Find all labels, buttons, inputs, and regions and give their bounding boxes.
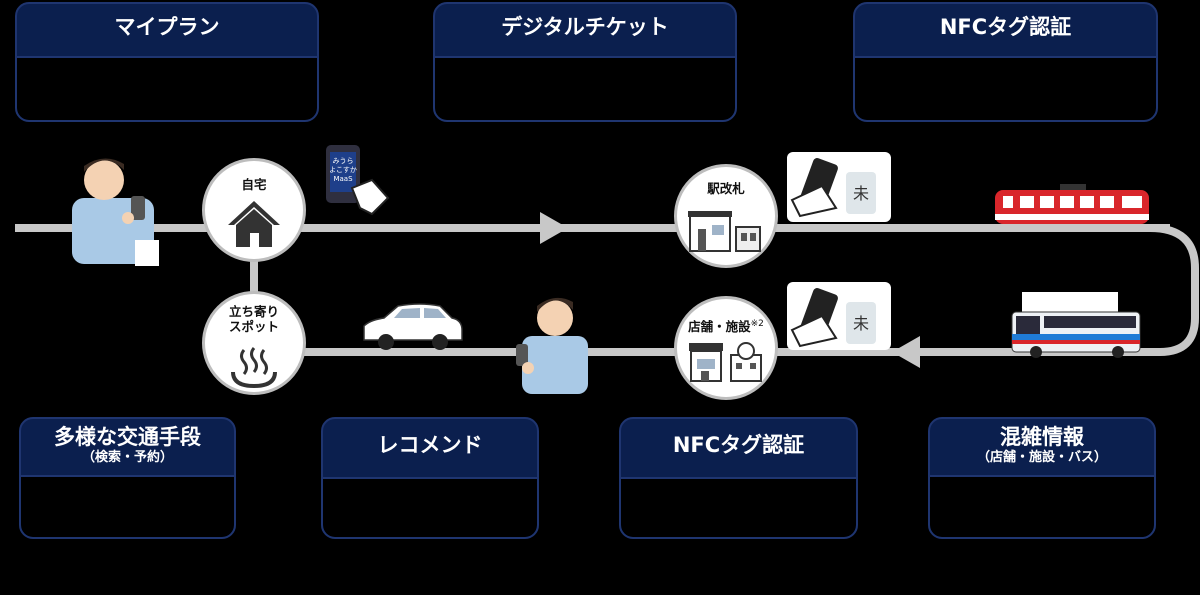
card-title: 多様な交通手段	[54, 425, 201, 449]
card-body	[621, 477, 856, 537]
hot-spring-icon	[231, 347, 277, 389]
card-subtitle: （検索・予約）	[81, 450, 173, 465]
bus-icon	[1011, 292, 1141, 358]
stop-shop: 店舗・施設※2	[674, 296, 778, 400]
card-body	[17, 56, 317, 120]
footnote-mark: ※2	[750, 319, 764, 329]
feature-card-digital-ticket: デジタルチケット	[433, 2, 737, 122]
card-title: デジタルチケット	[501, 15, 669, 39]
car-icon	[363, 303, 463, 350]
feature-card-nfc-top: NFCタグ認証	[853, 2, 1158, 122]
stop-label: 駅改札	[707, 181, 745, 196]
shop-icon	[689, 342, 762, 382]
card-title: NFCタグ認証	[939, 15, 1072, 39]
feature-card-recommend: レコメンド	[321, 417, 539, 539]
maas-phone-icon: みうら よこすか MaaS	[326, 145, 390, 216]
route-connector	[250, 260, 258, 310]
card-body	[855, 56, 1156, 120]
feature-card-transport: 多様な交通手段 （検索・予約）	[19, 417, 236, 539]
svg-text:未: 未	[853, 314, 869, 333]
card-title: 混雑情報	[1000, 425, 1084, 449]
card-title: NFCタグ認証	[672, 433, 805, 457]
stop-spot: 立ち寄り スポット	[202, 291, 306, 395]
arrow-right-icon	[540, 212, 568, 244]
feature-card-congestion: 混雑情報 （店舗・施設・バス）	[928, 417, 1156, 539]
stop-label: 自宅	[241, 177, 267, 192]
card-body	[435, 56, 735, 120]
stop-label: 店舗・施設※2	[677, 317, 775, 334]
stop-label-text: 店舗・施設	[688, 319, 751, 335]
station-icon	[688, 211, 761, 252]
svg-text:未: 未	[853, 184, 869, 203]
stop-label-line: スポット	[228, 319, 279, 334]
stop-label-line: 立ち寄り	[228, 304, 279, 319]
svg-text:みうら: みうら	[333, 157, 354, 165]
person-phone-icon	[516, 297, 588, 394]
route-curve-right	[1149, 224, 1199, 356]
card-body	[323, 477, 537, 537]
feature-card-my-plan: マイプラン	[15, 2, 319, 122]
person-phone-icon	[72, 158, 159, 266]
stop-station: 駅改札	[674, 164, 778, 268]
card-title: レコメンド	[377, 433, 483, 457]
svg-text:よこすか: よこすか	[329, 166, 357, 174]
arrow-left-icon	[892, 336, 920, 368]
stop-home: 自宅	[202, 158, 306, 262]
train-icon	[995, 184, 1149, 224]
card-subtitle: （店舗・施設・バス）	[976, 450, 1107, 465]
feature-card-nfc-bottom: NFCタグ認証	[619, 417, 858, 539]
route-line-top	[15, 224, 1170, 232]
nfc-tap-icon: 未	[787, 152, 891, 222]
house-icon	[228, 201, 280, 247]
card-body	[930, 475, 1154, 537]
card-title: マイプラン	[114, 15, 220, 39]
card-body	[21, 475, 234, 537]
nfc-tap-icon: 未	[787, 282, 891, 350]
stop-label: 立ち寄り スポット	[205, 304, 303, 334]
svg-text:MaaS: MaaS	[333, 175, 353, 183]
